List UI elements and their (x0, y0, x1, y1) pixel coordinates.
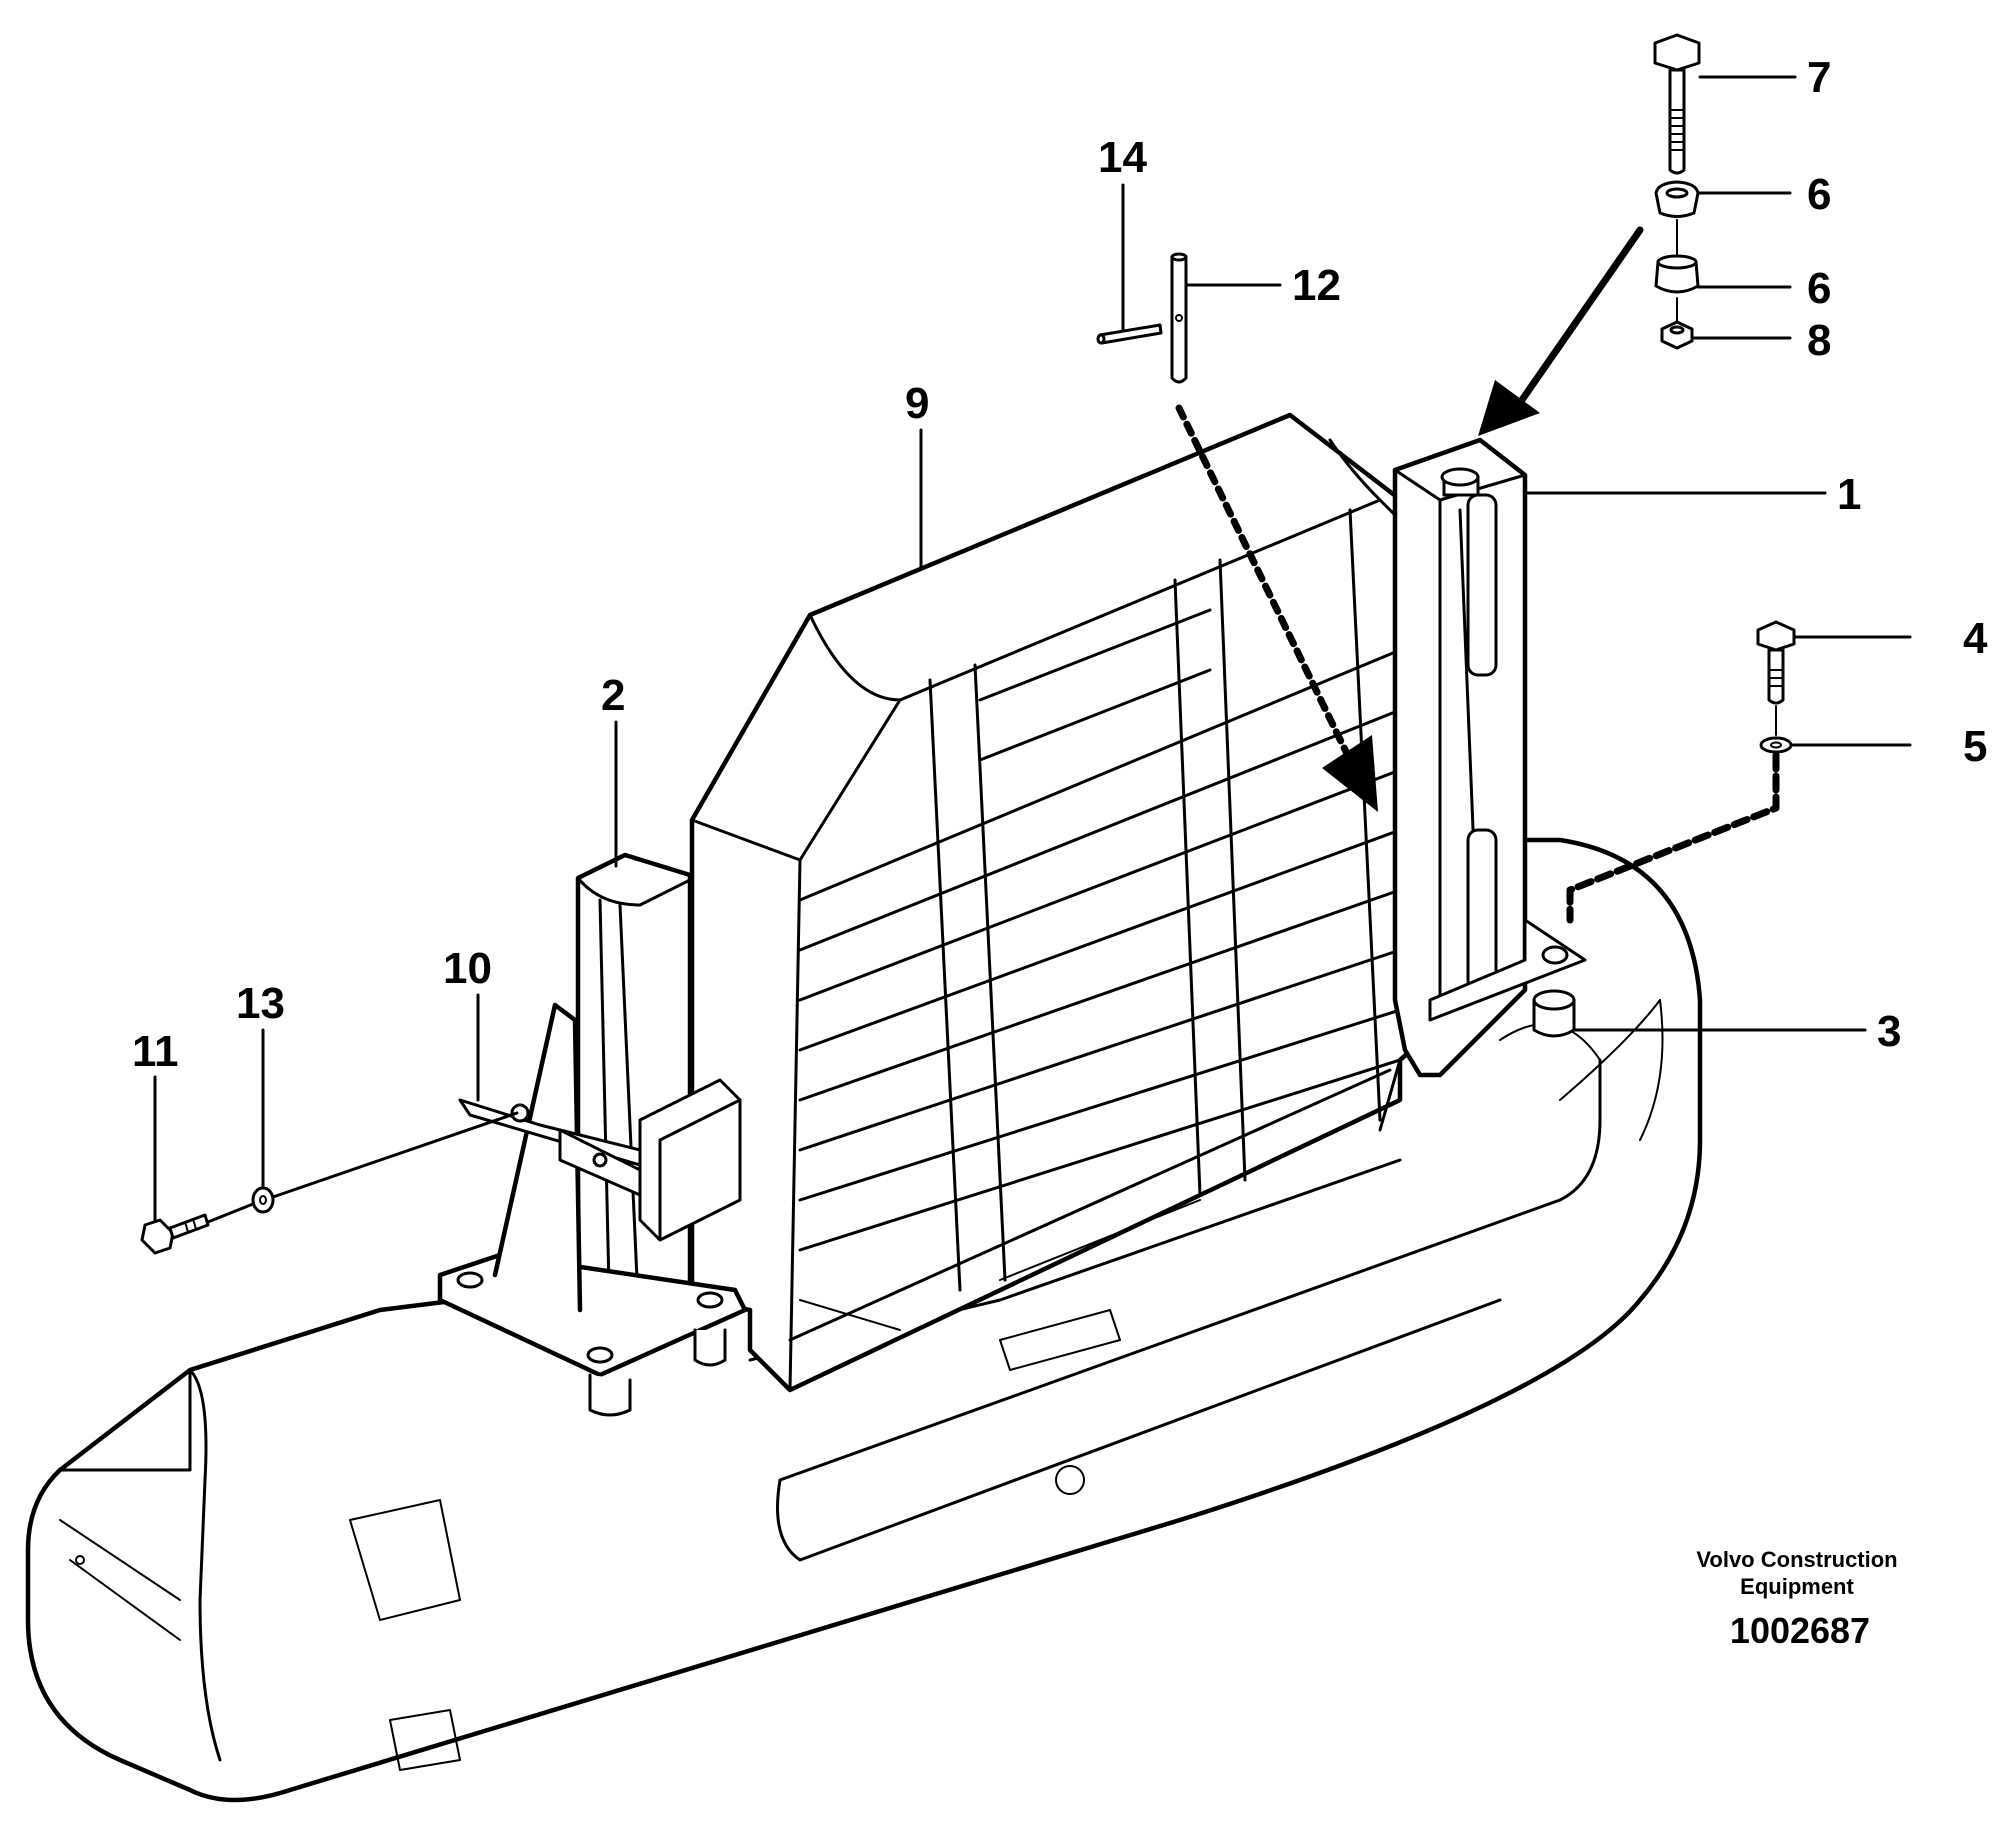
right-hinge-bracket (1392, 437, 1587, 1078)
pin-13-14 (1096, 252, 1188, 384)
callout-4: 4 (1963, 614, 1988, 663)
callout-7: 7 (1807, 53, 1831, 102)
callout-1: 1 (1837, 470, 1861, 519)
callout-12: 13 (236, 979, 285, 1028)
document-number: 1002687 (1730, 1610, 1870, 1651)
callout-8: 8 (1807, 316, 1831, 365)
callout-labels: 7 6 6 8 1 4 5 3 12 14 9 2 10 13 11 (132, 53, 1988, 1076)
bolt-11-washer-12 (140, 1186, 275, 1255)
callout-3: 3 (1877, 1007, 1901, 1056)
callout-6-upper: 6 (1807, 170, 1831, 219)
callout-5: 5 (1963, 722, 1987, 771)
callout-11: 11 (132, 1027, 179, 1076)
bushing-3 (1532, 989, 1576, 1038)
left-support-post (437, 852, 748, 1417)
mounting-bolt-stack (1653, 33, 1701, 350)
credit-line-1: Volvo Construction (1696, 1547, 1897, 1572)
callout-6-lower: 6 (1807, 264, 1831, 313)
callout-14: 14 (1098, 133, 1147, 182)
leader-lines (153, 75, 1912, 1224)
small-bolt-4-5 (1756, 620, 1796, 754)
callout-10: 10 (443, 944, 492, 993)
callout-2: 2 (601, 671, 625, 720)
credit-line-2: Equipment (1740, 1574, 1854, 1599)
callout-13: 12 (1292, 261, 1341, 310)
credit-block: Volvo Construction Equipment 1002687 (1696, 1547, 1897, 1651)
callout-9: 9 (905, 379, 929, 428)
